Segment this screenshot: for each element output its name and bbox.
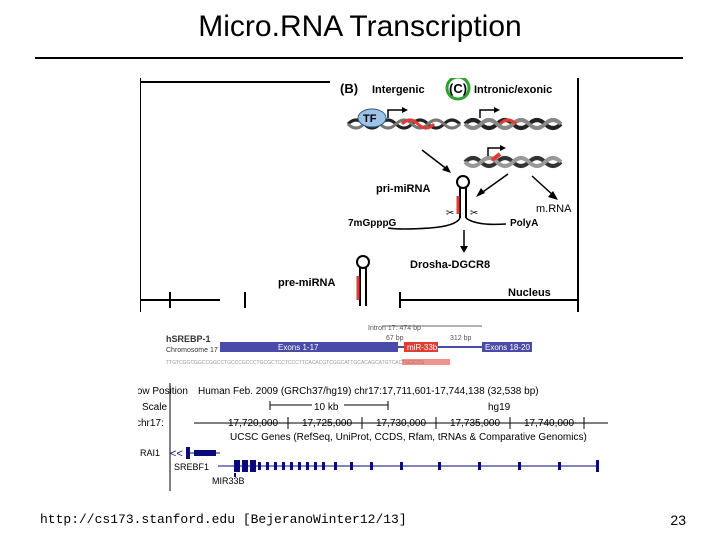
host-gene-icon: [463, 107, 563, 130]
panel-b-label: (B): [340, 81, 358, 96]
assembly-label: hg19: [488, 402, 511, 413]
mrna-label: m.RNA: [536, 203, 572, 215]
exon-block: [370, 462, 373, 470]
exon-block: [306, 462, 309, 470]
srebp1-gene-structure: Intron 17: 474 bp hSREBP-1 Chromosome 17…: [166, 325, 532, 366]
exon-block: [266, 462, 269, 470]
exon-block: [558, 462, 561, 470]
svg-text:✂: ✂: [446, 208, 454, 219]
tf-label: TF: [363, 113, 377, 125]
intron-label: Intron 17: 474 bp: [368, 325, 421, 332]
ruler-tick-label: 17,725,000: [302, 418, 352, 429]
footer-url: http://cs173.stanford.edu [BejeranoWinte…: [40, 512, 407, 527]
exon-block: [518, 462, 521, 470]
exons-right-bar: [482, 342, 532, 352]
exon-block: [274, 462, 277, 470]
gene-name: hSREBP-1: [166, 334, 211, 344]
svg-text:✂: ✂: [470, 208, 478, 219]
arrow-icon: [531, 175, 555, 197]
exon-block: [400, 462, 403, 470]
exon-block: [322, 462, 325, 470]
host-transcript-icon: [463, 145, 563, 168]
pri-mirna-label: pri-miRNA: [376, 183, 430, 195]
window-position-value: Human Feb. 2009 (GRCh37/hg19) chr17:17,7…: [198, 386, 539, 397]
exon-block: [290, 462, 293, 470]
highlight-circle-icon: [445, 78, 471, 101]
exon-block: [234, 460, 240, 472]
right-bp-label: 312 bp: [450, 335, 472, 342]
exons-right-label: Exons 18-20: [485, 343, 530, 352]
arrow-icon: [421, 149, 449, 171]
chrom-label: chr17:: [138, 418, 164, 429]
mir33b-label: miR-33b: [407, 343, 438, 352]
gene-mir33b-label: MIR33B: [212, 476, 245, 486]
ruler-tick-label: 17,740,000: [524, 418, 574, 429]
slide-title: Micro.RNA Transcription: [198, 10, 522, 43]
srebf1-exons: [234, 460, 599, 472]
pre-mirna-hairpin-icon: [356, 255, 370, 306]
left-bp-label: 67 bp: [386, 335, 404, 342]
cap-label: 7mGpppG: [348, 218, 397, 229]
arrow-icon: [479, 173, 509, 195]
panel-c-label: (C): [449, 81, 467, 96]
exon-block: [478, 462, 481, 470]
exon-block: [250, 460, 256, 472]
scale-value: 10 kb: [314, 402, 339, 413]
exon-block: [314, 462, 317, 470]
mirna-biogenesis-diagram: (B) Intergenic (C) Intronic/exonic TF pr…: [140, 78, 580, 312]
scale-label: Scale: [142, 402, 167, 413]
panel-b-title: Intergenic: [372, 84, 425, 96]
tf-icon: TF: [357, 108, 387, 128]
page-number: 23: [670, 512, 686, 528]
pre-mirna-label: pre-miRNA: [278, 277, 336, 289]
pri-mirna-hairpin-icon: ✂ ✂: [387, 175, 507, 230]
exon-block: [350, 462, 353, 470]
chromosome-label: Chromosome 17: [166, 347, 218, 354]
mir33b-bar: [404, 342, 438, 352]
rai1-arrow-icon: <<: [170, 448, 183, 460]
gene-rai1-label: RAI1: [140, 448, 160, 458]
svg-text:TTGTCGGCGGCCGGCCTGCCCGCCCTGCGC: TTGTCGGCGGCCGGCCTGCCCGCCCTGCGCTCCTCCCTTC…: [166, 360, 424, 366]
ucsc-genome-browser: Window Position Human Feb. 2009 (GRCh37/…: [138, 383, 610, 491]
ruler-tick-label: 17,735,000: [450, 418, 500, 429]
exon-block: [282, 462, 285, 470]
exon-block: [258, 462, 261, 470]
ruler-tick-label: 17,720,000: [228, 418, 278, 429]
exon-block: [298, 462, 301, 470]
polya-label: PolyA: [510, 218, 538, 229]
drosha-label: Drosha-DGCR8: [410, 259, 490, 271]
window-position-label: Window Position: [138, 386, 188, 397]
exon-block: [242, 460, 248, 472]
nucleus-label: Nucleus: [508, 287, 551, 299]
exon-block: [334, 462, 337, 470]
exon-block: [596, 460, 599, 472]
panel-c-title: Intronic/exonic: [474, 84, 552, 96]
ruler-tick-label: 17,730,000: [376, 418, 426, 429]
ruler-ticks: 17,720,000 17,725,000 17,730,000 17,735,000…: [228, 417, 585, 429]
exons-left-label: Exons 1-17: [278, 343, 319, 352]
exon-block: [438, 462, 441, 470]
title-underline: [35, 57, 683, 59]
exons-left-bar: [220, 342, 398, 352]
gene-srebf1-label: SREBF1: [174, 462, 209, 472]
genes-track-title: UCSC Genes (RefSeq, UniProt, CCDS, Rfam,…: [230, 432, 587, 443]
